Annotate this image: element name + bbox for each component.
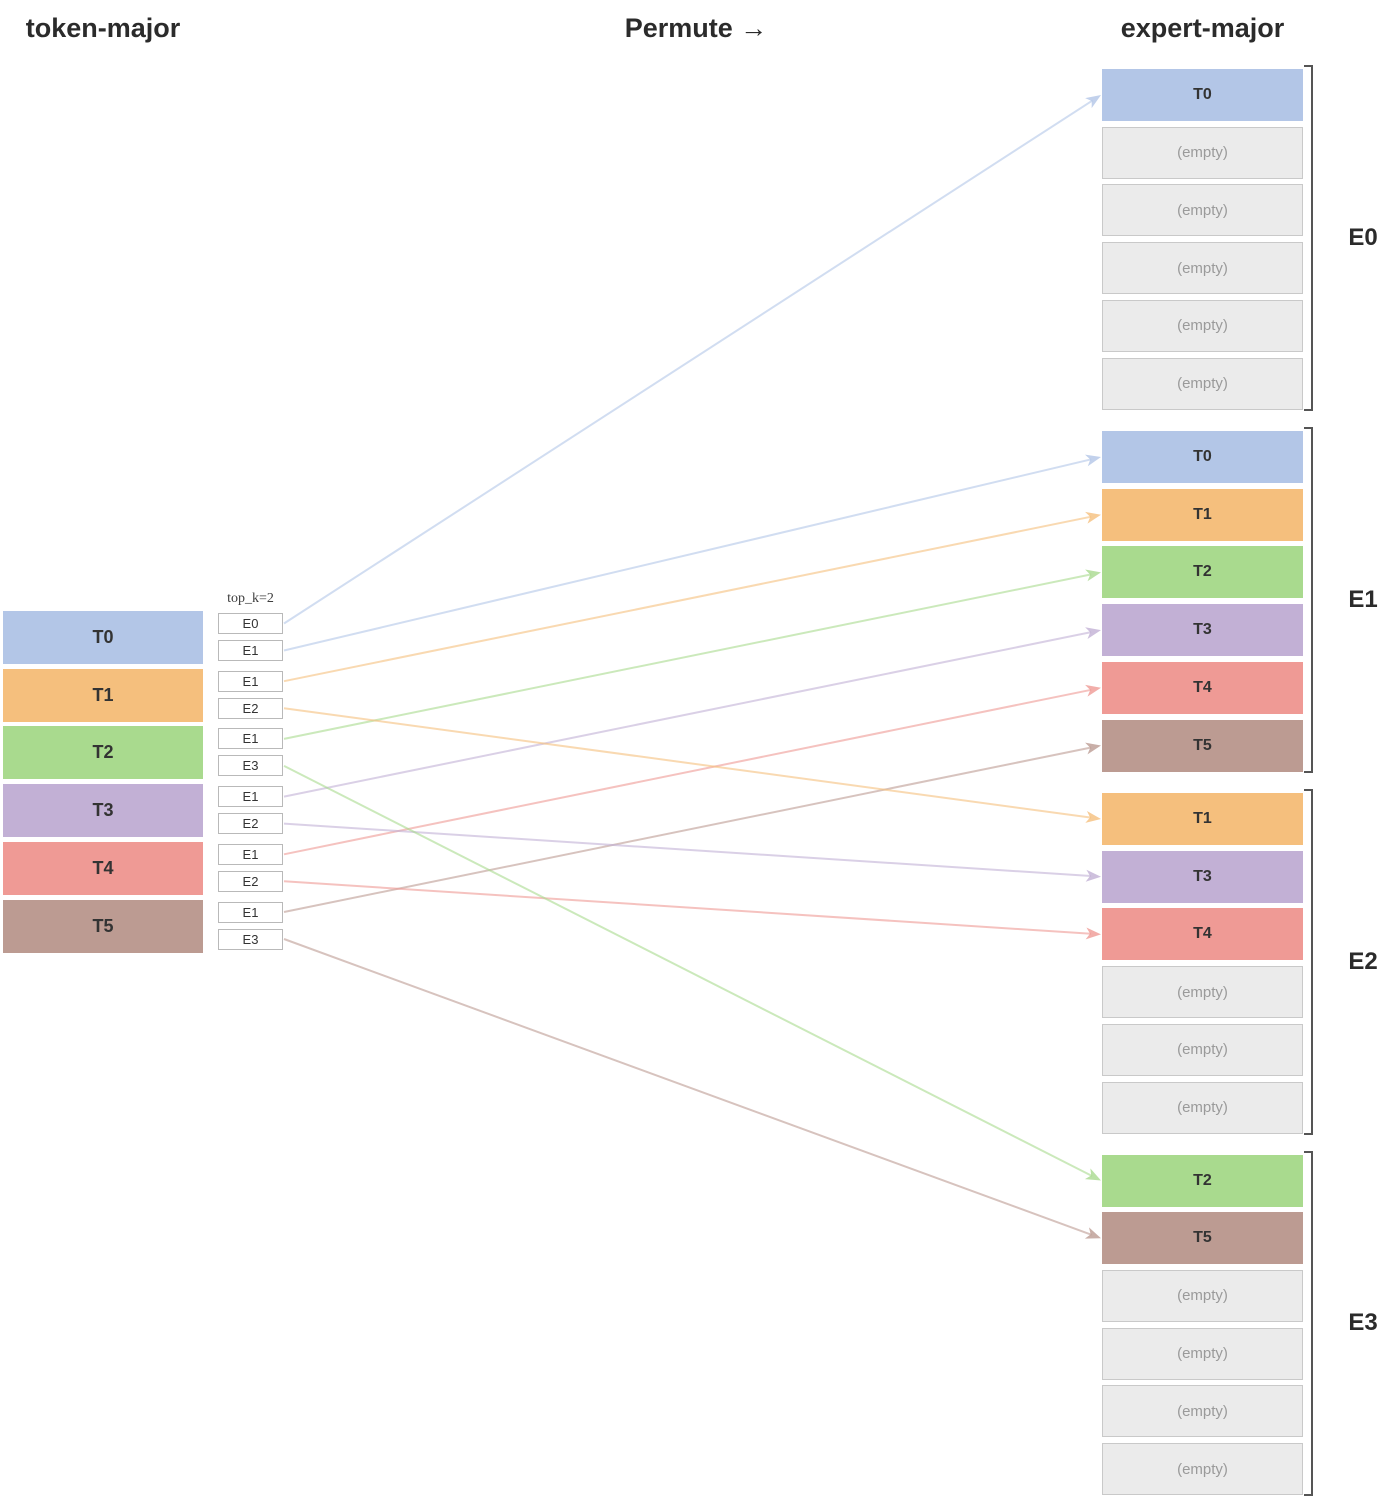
assignment-box-T5-E1: E1 — [218, 901, 283, 923]
arrow-T4-to-E2 — [283, 880, 1101, 940]
arrow-T5-to-E1 — [283, 742, 1101, 913]
token-box-T4: T4 — [3, 841, 203, 895]
arrow-T2-to-E3 — [283, 765, 1101, 1181]
slot-E3-empty-1: (empty) — [1102, 1269, 1303, 1322]
group-label-E1: E1 — [1348, 585, 1378, 613]
slot-E0-T0: T0 — [1102, 69, 1303, 121]
arrow-T1-to-E2 — [283, 707, 1101, 823]
slot-E1-T1: T1 — [1102, 488, 1303, 541]
slot-E2-empty-1: (empty) — [1102, 966, 1303, 1019]
slot-E1-T5: T5 — [1102, 719, 1303, 772]
group-label-E2: E2 — [1348, 947, 1378, 975]
topk-label: top_k=2 — [227, 591, 274, 606]
arrow-T2-to-E1 — [283, 569, 1101, 740]
group-label-E0: E0 — [1348, 223, 1378, 251]
token-major-heading: token-major — [25, 13, 181, 43]
slot-E1-T0: T0 — [1102, 431, 1303, 483]
assignment-box-T0-E0: E0 — [218, 613, 283, 634]
expert-major-heading: expert-major — [1120, 13, 1285, 43]
assignment-box-T3-E2: E2 — [218, 813, 283, 835]
slot-E2-empty-3: (empty) — [1102, 1081, 1303, 1134]
arrow-T3-to-E1 — [283, 627, 1101, 798]
assignment-box-T4-E1: E1 — [218, 843, 283, 865]
slot-E2-empty-2: (empty) — [1102, 1023, 1303, 1076]
arrow-T0-to-E0 — [283, 95, 1101, 625]
slot-E3-T5: T5 — [1102, 1212, 1303, 1265]
arrow-T0-to-E1 — [283, 454, 1101, 652]
assignment-box-T3-E1: E1 — [218, 786, 283, 808]
assignment-box-T1-E2: E2 — [218, 697, 283, 719]
slot-E0-empty-1: (empty) — [1102, 126, 1303, 179]
slot-E0-empty-3: (empty) — [1102, 242, 1303, 295]
group-bracket-E0 — [1304, 65, 1313, 411]
slot-E1-T4: T4 — [1102, 661, 1303, 714]
slot-E1-T2: T2 — [1102, 546, 1303, 599]
token-box-T3: T3 — [3, 784, 203, 838]
assignment-box-T1-E1: E1 — [218, 670, 283, 692]
assignment-box-T2-E1: E1 — [218, 728, 283, 750]
arrow-T1-to-E1 — [283, 511, 1101, 683]
group-bracket-E2 — [1304, 789, 1313, 1135]
slot-E2-T4: T4 — [1102, 908, 1303, 961]
token-box-T2: T2 — [3, 726, 203, 780]
slot-E2-T1: T1 — [1102, 793, 1303, 845]
assignment-box-T2-E3: E3 — [218, 755, 283, 777]
slot-E2-T3: T3 — [1102, 850, 1303, 903]
permute-heading: Permute → — [624, 13, 768, 43]
arrow-T5-to-E3 — [283, 938, 1101, 1239]
arrow-T4-to-E1 — [283, 684, 1101, 856]
assignment-box-T0-E1: E1 — [218, 640, 283, 661]
slot-E1-T3: T3 — [1102, 604, 1303, 657]
slot-E3-empty-3: (empty) — [1102, 1385, 1303, 1438]
slot-E0-empty-5: (empty) — [1102, 357, 1303, 410]
token-box-T0: T0 — [3, 611, 203, 664]
token-box-T5: T5 — [3, 899, 203, 953]
assignment-box-T5-E3: E3 — [218, 928, 283, 950]
token-box-T1: T1 — [3, 668, 203, 722]
slot-E0-empty-4: (empty) — [1102, 299, 1303, 352]
group-label-E3: E3 — [1348, 1309, 1378, 1337]
group-bracket-E1 — [1304, 427, 1313, 773]
slot-E3-empty-4: (empty) — [1102, 1443, 1303, 1495]
assignment-box-T4-E2: E2 — [218, 870, 283, 892]
slot-E3-empty-2: (empty) — [1102, 1327, 1303, 1380]
group-bracket-E3 — [1304, 1150, 1313, 1496]
slot-E0-empty-2: (empty) — [1102, 184, 1303, 237]
arrow-T3-to-E2 — [283, 822, 1101, 882]
slot-E3-T2: T2 — [1102, 1154, 1303, 1207]
